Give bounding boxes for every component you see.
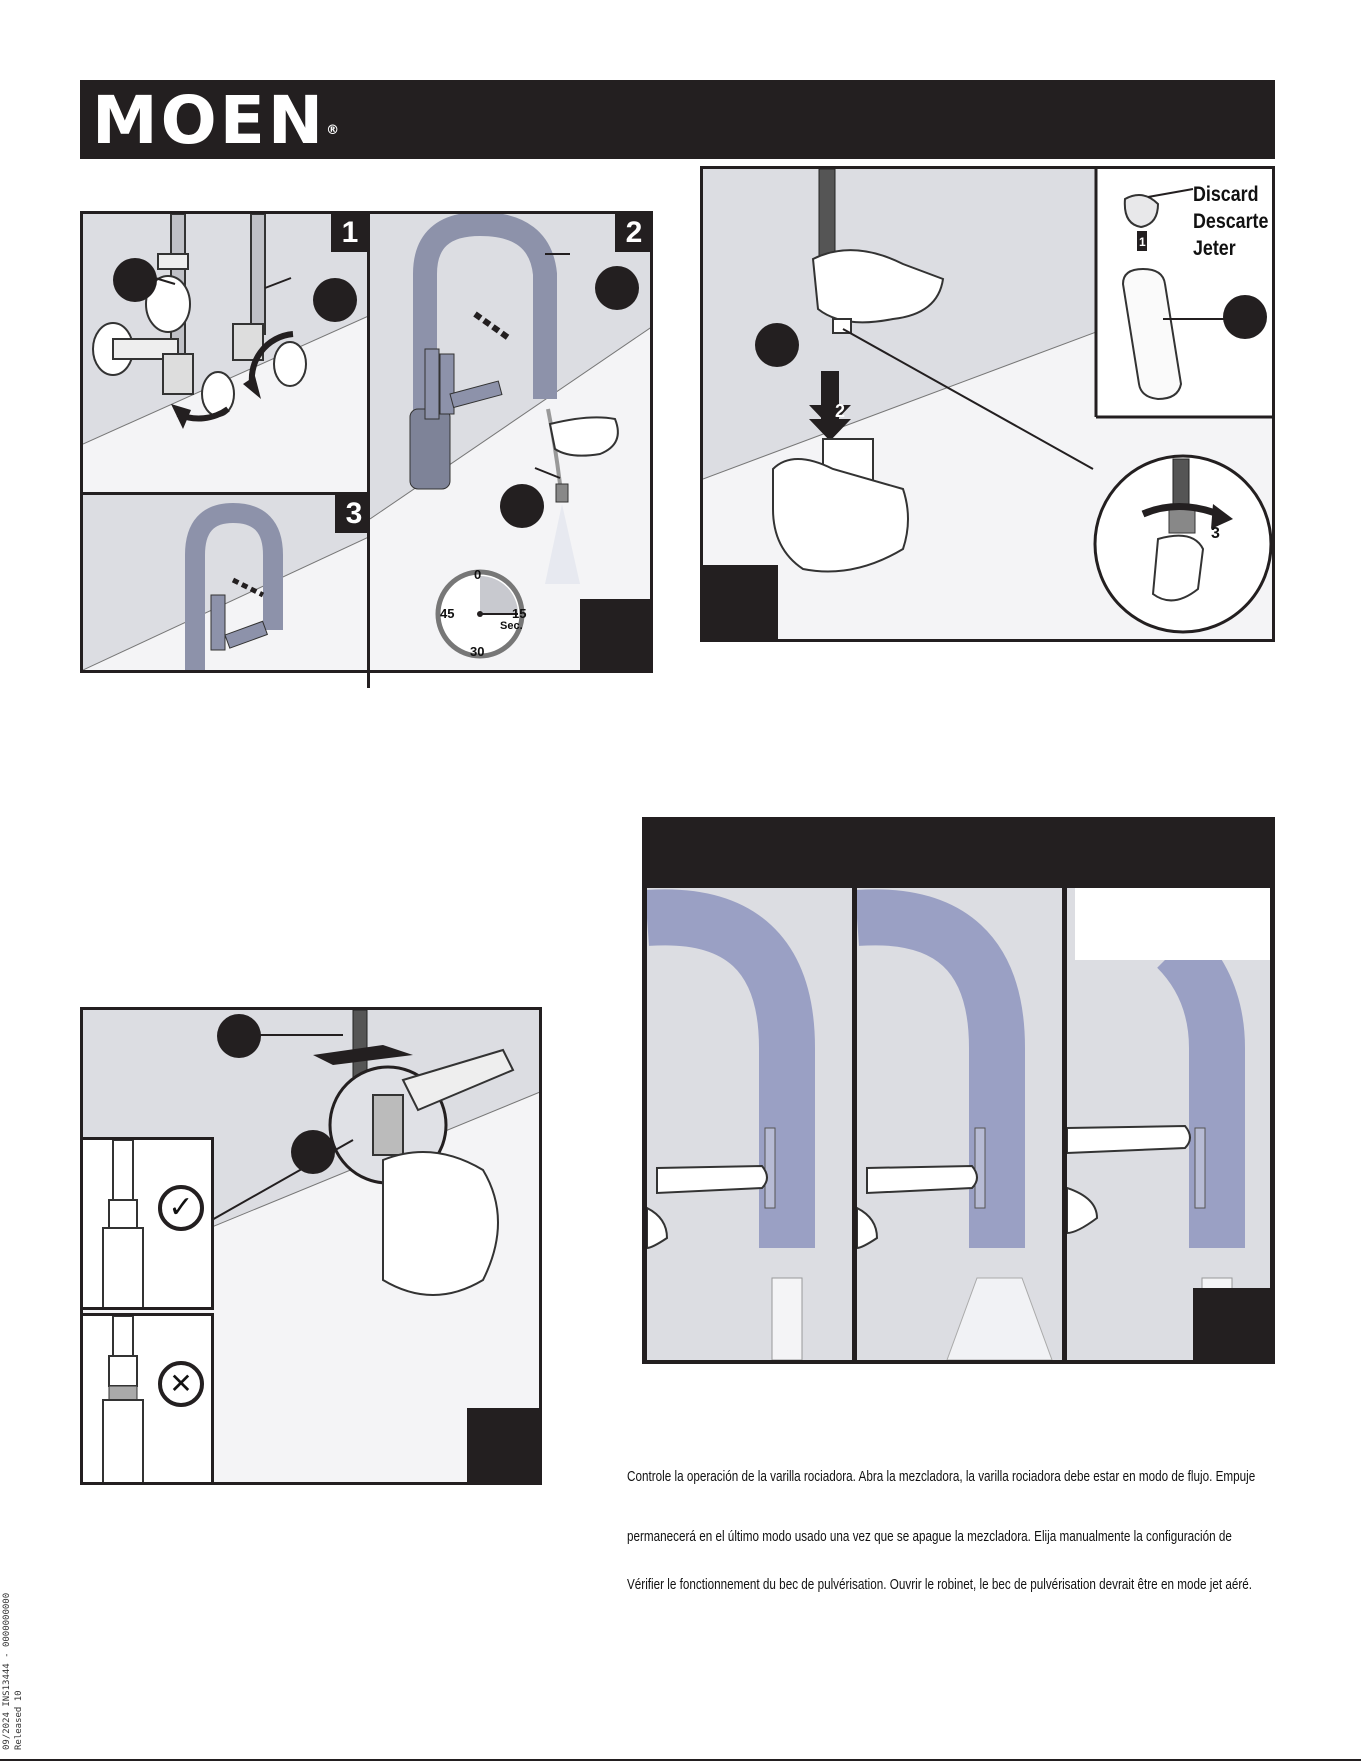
step1-number: 1 bbox=[331, 214, 367, 252]
discard-fr: Jeter bbox=[1193, 237, 1236, 260]
discard-es: Descarte bbox=[1193, 210, 1269, 233]
step-letter-block bbox=[580, 599, 650, 670]
step1-valves-panel: 1 bbox=[80, 211, 370, 495]
step-letter-block bbox=[703, 565, 778, 639]
filter-illustration bbox=[703, 169, 1272, 639]
discard-label: Discard Descarte Jeter bbox=[1193, 181, 1268, 262]
step2-number: 2 bbox=[615, 214, 650, 252]
side-print-release: Released 10 bbox=[14, 1690, 24, 1750]
timer-label-30: 30 bbox=[470, 644, 485, 659]
callout-dot bbox=[113, 258, 157, 302]
bottom-rule bbox=[0, 1759, 1361, 1761]
arrow-step-3: 3 bbox=[1211, 525, 1220, 542]
instruction-fr-line1: Vérifier le fonctionnement du bec de pul… bbox=[627, 1576, 1252, 1593]
step3-faucet-panel: 3 bbox=[80, 492, 370, 673]
check-icon: ✓ bbox=[158, 1185, 204, 1231]
spray-panel-spray bbox=[857, 888, 1062, 1360]
timer-label-15: 15 bbox=[512, 606, 527, 621]
step3-number: 3 bbox=[335, 495, 367, 533]
discard-en: Discard bbox=[1193, 183, 1259, 206]
instruction-es-line2: permanecerá en el último modo usado una … bbox=[627, 1528, 1232, 1545]
side-print-code: 09/2024 INS13444 - 0000000000 bbox=[2, 1592, 12, 1750]
timer-label-45: 45 bbox=[440, 606, 455, 621]
spray-section-header bbox=[642, 817, 1275, 881]
timer-label-sec: Sec. bbox=[500, 620, 523, 632]
spray-panel-pause bbox=[1067, 888, 1270, 1360]
cross-icon: ✕ bbox=[158, 1361, 204, 1407]
callout-dot bbox=[500, 484, 544, 528]
arrow-step-2: 2 bbox=[835, 401, 846, 421]
valves-illustration bbox=[83, 214, 367, 492]
callout-dot bbox=[1223, 295, 1267, 339]
callout-dot bbox=[217, 1014, 261, 1058]
callout-dot bbox=[595, 266, 639, 310]
faucet-step3-illustration bbox=[83, 502, 367, 670]
step-letter-block bbox=[467, 1408, 539, 1482]
header-banner bbox=[80, 80, 1275, 159]
correct-connection-inset: ✓ bbox=[80, 1137, 214, 1310]
divider-tick bbox=[367, 672, 370, 688]
arrow-step-1: 1 bbox=[1139, 235, 1146, 249]
step-letter-block bbox=[1193, 1288, 1270, 1360]
moen-logo: MOEN® bbox=[92, 82, 340, 159]
callout-dot bbox=[313, 278, 357, 322]
callout-dot bbox=[291, 1130, 335, 1174]
callout-dot bbox=[755, 323, 799, 367]
filter-panel: 2 3 1 Discard Descarte Jeter bbox=[700, 166, 1275, 642]
instruction-es-line1: Controle la operación de la varilla roci… bbox=[627, 1468, 1256, 1485]
step2-flush-panel: 2 0 15 Sec. 30 45 bbox=[367, 211, 653, 673]
incorrect-connection-inset: ✕ bbox=[80, 1313, 214, 1485]
spray-panel-label-box bbox=[1075, 888, 1270, 960]
spray-panel-stream bbox=[647, 888, 852, 1360]
timer-label-0: 0 bbox=[474, 567, 482, 582]
